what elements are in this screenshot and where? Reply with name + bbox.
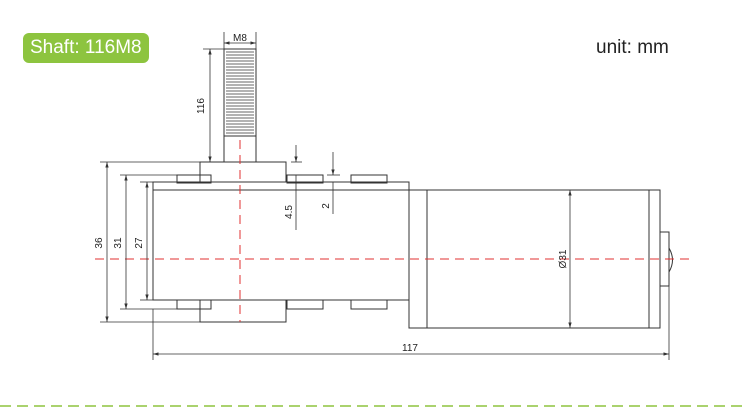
unit-label: unit: mm <box>596 37 669 58</box>
motor-rear-terminal <box>668 247 673 273</box>
dim-gearbox-inner-label: 27 <box>134 237 145 249</box>
gearbox-top-pad-3 <box>350 174 388 184</box>
gearbox-bottom-pad-2 <box>286 299 324 310</box>
gearbox-bottom-pad-3 <box>350 299 388 310</box>
gearbox-bottom-pad-1 <box>176 299 212 310</box>
dim-step-label: 2 <box>321 203 332 209</box>
dim-shaft-length-label: 116 <box>196 98 207 114</box>
dim-total-length-label: 117 <box>402 343 418 354</box>
dim-boss-offset-label: 4.5 <box>284 205 295 219</box>
dim-thread-label: M8 <box>233 33 247 44</box>
dim-motor-diameter-label: Ø31 <box>558 249 569 268</box>
gearbox-body <box>152 189 410 301</box>
dim-gearbox-mid-label: 31 <box>113 237 124 249</box>
dim-gearbox-outer-label: 36 <box>94 237 105 249</box>
gearbox-bottom-boss <box>199 299 287 323</box>
shaft-thread-outline <box>223 48 257 137</box>
gearbox-top-boss <box>199 161 287 183</box>
gearbox <box>152 161 410 323</box>
shaft-thread-lines <box>226 51 254 134</box>
gearbox-top-pad-1 <box>176 174 212 184</box>
shaft-spec-badge: Shaft: 116M8 <box>23 33 149 63</box>
gearbox-top-pad-2 <box>286 174 324 184</box>
